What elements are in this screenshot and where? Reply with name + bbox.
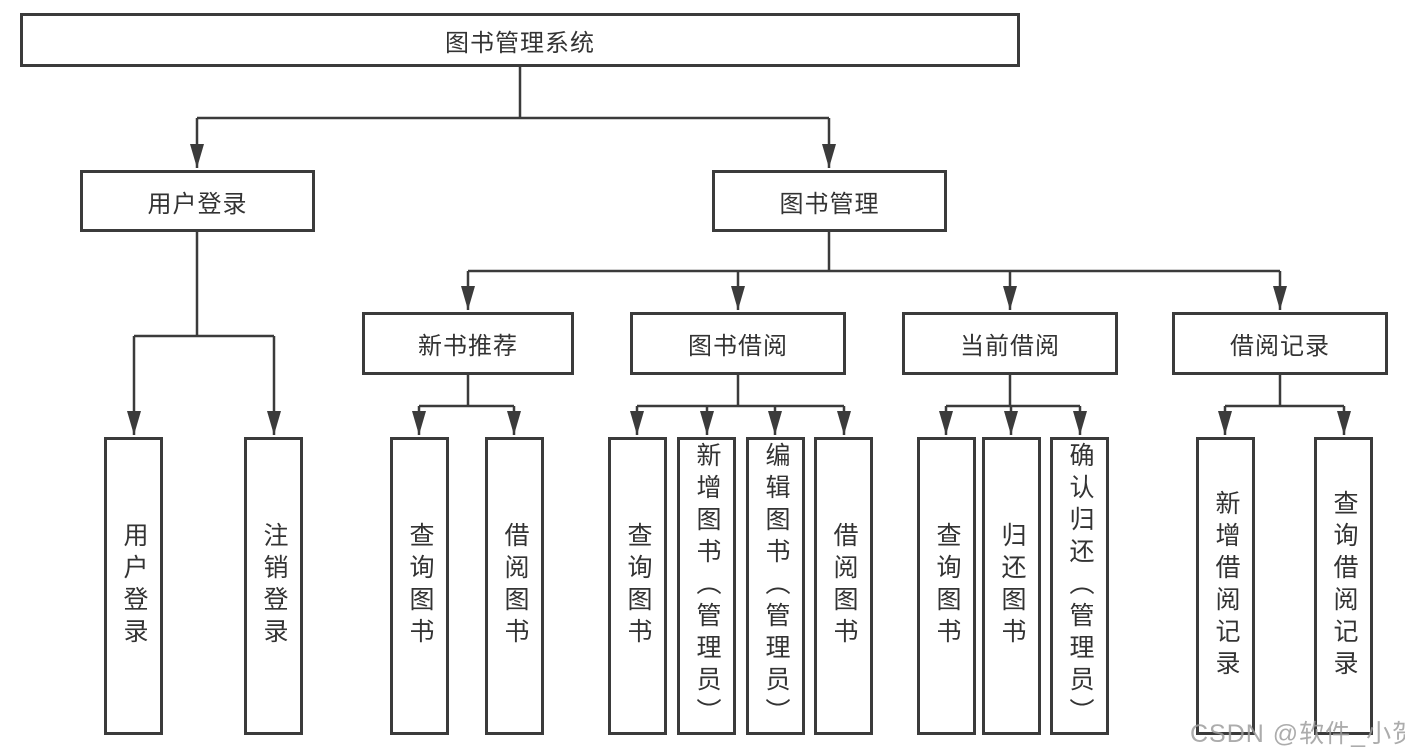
- leaf-logout: 注销登录: [244, 437, 303, 735]
- node-label: 新增图书（管理员）: [693, 442, 721, 730]
- node-label: 注销登录: [260, 522, 288, 650]
- leaf-query-books-current: 查询图书: [917, 437, 976, 735]
- node-label: 查询图书: [624, 522, 652, 650]
- node-label: 借阅图书: [830, 522, 858, 650]
- leaf-confirm-return-admin: 确认归还（管理员）: [1050, 437, 1109, 735]
- node-label: 查询借阅记录: [1330, 490, 1358, 682]
- node-new-book-recommend: 新书推荐: [362, 312, 574, 375]
- node-borrowing-records: 借阅记录: [1172, 312, 1388, 375]
- leaf-borrow-books-recommend: 借阅图书: [485, 437, 544, 735]
- leaf-add-borrow-record: 新增借阅记录: [1196, 437, 1255, 735]
- node-label: 图书管理: [779, 190, 880, 218]
- node-book-management: 图书管理: [712, 170, 947, 232]
- node-book-borrowing: 图书借阅: [630, 312, 846, 375]
- node-label: 查询图书: [933, 522, 961, 650]
- node-label: 归还图书: [998, 522, 1026, 650]
- node-label: 借阅记录: [1230, 333, 1330, 360]
- node-label: 编辑图书（管理员）: [762, 442, 790, 730]
- node-label: 当前借阅: [960, 333, 1060, 360]
- leaf-query-books-borrow: 查询图书: [608, 437, 667, 735]
- node-label: 图书管理系统: [445, 29, 595, 57]
- node-label: 新增借阅记录: [1212, 490, 1240, 682]
- leaf-borrow-books: 借阅图书: [814, 437, 873, 735]
- node-label: 查询图书: [406, 522, 434, 650]
- node-label: 用户登录: [147, 190, 248, 218]
- leaf-query-books-recommend: 查询图书: [390, 437, 449, 735]
- node-library-management-system: 图书管理系统: [20, 13, 1020, 67]
- node-label: 借阅图书: [501, 522, 529, 650]
- node-label: 新书推荐: [418, 333, 518, 360]
- node-label: 用户登录: [120, 522, 148, 650]
- csdn-watermark: CSDN @软件_小贺同学: [1190, 720, 1405, 747]
- leaf-edit-book-admin: 编辑图书（管理员）: [746, 437, 805, 735]
- node-current-borrowing: 当前借阅: [902, 312, 1118, 375]
- node-user-login: 用户登录: [80, 170, 315, 232]
- node-label: 确认归还（管理员）: [1066, 442, 1094, 730]
- leaf-add-book-admin: 新增图书（管理员）: [677, 437, 736, 735]
- leaf-return-book: 归还图书: [982, 437, 1041, 735]
- leaf-query-borrow-record: 查询借阅记录: [1314, 437, 1373, 735]
- leaf-user-login: 用户登录: [104, 437, 163, 735]
- node-label: 图书借阅: [688, 333, 788, 360]
